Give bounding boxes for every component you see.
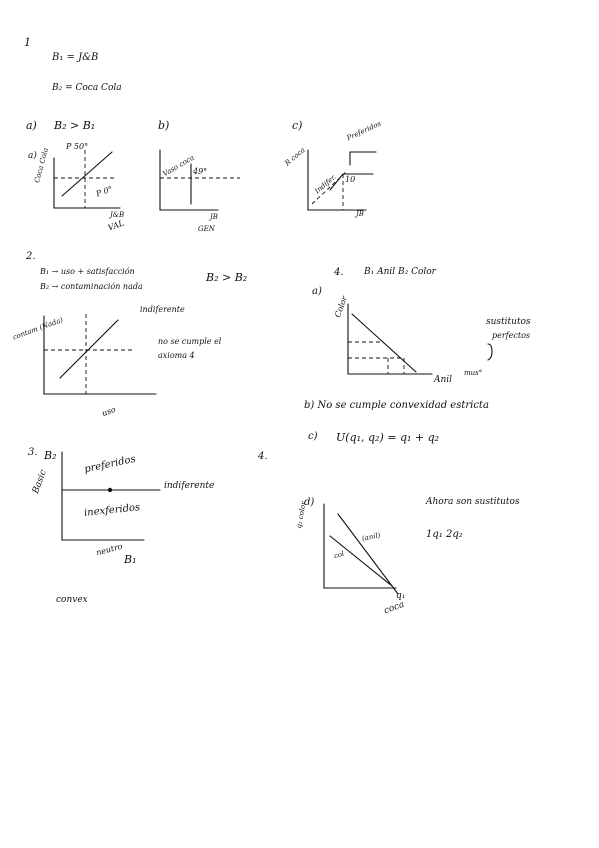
q1-relation-a: B₂ > B₁ <box>54 119 96 132</box>
graph-4a <box>347 303 433 375</box>
q3-xvar: B₁ <box>124 553 137 566</box>
graph-1b-xlabel-2: GEN <box>198 225 215 233</box>
q1-part-a: a) <box>26 119 37 132</box>
q2-relation: B₂ > B₂ <box>206 271 248 284</box>
graph-1a <box>53 150 121 209</box>
q3-footer: convex <box>56 595 88 605</box>
q4a-header: B₁ Anil B₂ Color <box>364 267 436 277</box>
q1-part-c: c) <box>292 119 303 132</box>
q4b-part-d: d) <box>304 497 315 508</box>
q4a-note-line2: perfectos <box>492 331 530 340</box>
q1-bien2: B₂ = Coca Cola <box>52 83 122 93</box>
q1-part-b: b) <box>158 119 170 132</box>
graph-2 <box>43 314 157 395</box>
graph-2-curve-label: indiferente <box>140 305 185 314</box>
q4a-note-line1: sustitutos <box>486 317 531 327</box>
graph-1b-xlabel-1: JB <box>210 213 218 221</box>
graph-4d <box>323 503 399 595</box>
graph-1c-xlabel: JB <box>356 210 364 218</box>
graph-1a-xlabel-1: J&B <box>110 211 125 219</box>
q2-number: 2. <box>26 251 36 262</box>
q1-bien1: B₁ = J&B <box>52 52 99 63</box>
q4a-number: 4. <box>334 267 344 278</box>
q3-line-label: indiferente <box>164 481 215 491</box>
q2-note-line1: no se cumple el <box>158 337 222 346</box>
q4b-note-line1: Ahora son sustitutos <box>426 497 520 507</box>
graph-1a-top-label: P 50° <box>66 142 89 151</box>
q2-note-line2: axioma 4 <box>158 351 195 360</box>
graph-4a-xlabel-2: mus° <box>464 369 483 377</box>
graph-1c <box>307 149 377 211</box>
q1-number: 1 <box>24 36 31 49</box>
bracket-sustitutos <box>487 343 493 361</box>
q3-number: 3. <box>28 447 38 458</box>
graph-3 <box>61 451 161 541</box>
graph-1c-point-label: 10 <box>345 175 356 184</box>
graph-1a-inner-label: a) <box>28 151 37 161</box>
graph-4d-xvar: q₁ <box>396 591 406 601</box>
q4a-part-b: b) No se cumple convexidad estricta <box>304 400 489 411</box>
graph-1b <box>159 149 240 211</box>
q2-line1: B₁ → uso + satisfacción <box>40 267 135 276</box>
graph-4a-xlabel: Anil <box>434 375 453 385</box>
q4a-part-c: c) <box>308 431 318 442</box>
graph-1b-point-label: 49° <box>193 167 208 176</box>
q2-line2: B₂ → contaminación nada <box>40 282 143 291</box>
q4a-utility: U(q₁, q₂) = q₁ + q₂ <box>336 431 440 444</box>
q4b-note-line2: 1q₁ 2q₂ <box>426 529 463 540</box>
q3-ylabel: B₂ <box>44 449 57 462</box>
q4b-number: 4. <box>258 451 268 462</box>
q4a-part-a: a) <box>312 286 322 297</box>
